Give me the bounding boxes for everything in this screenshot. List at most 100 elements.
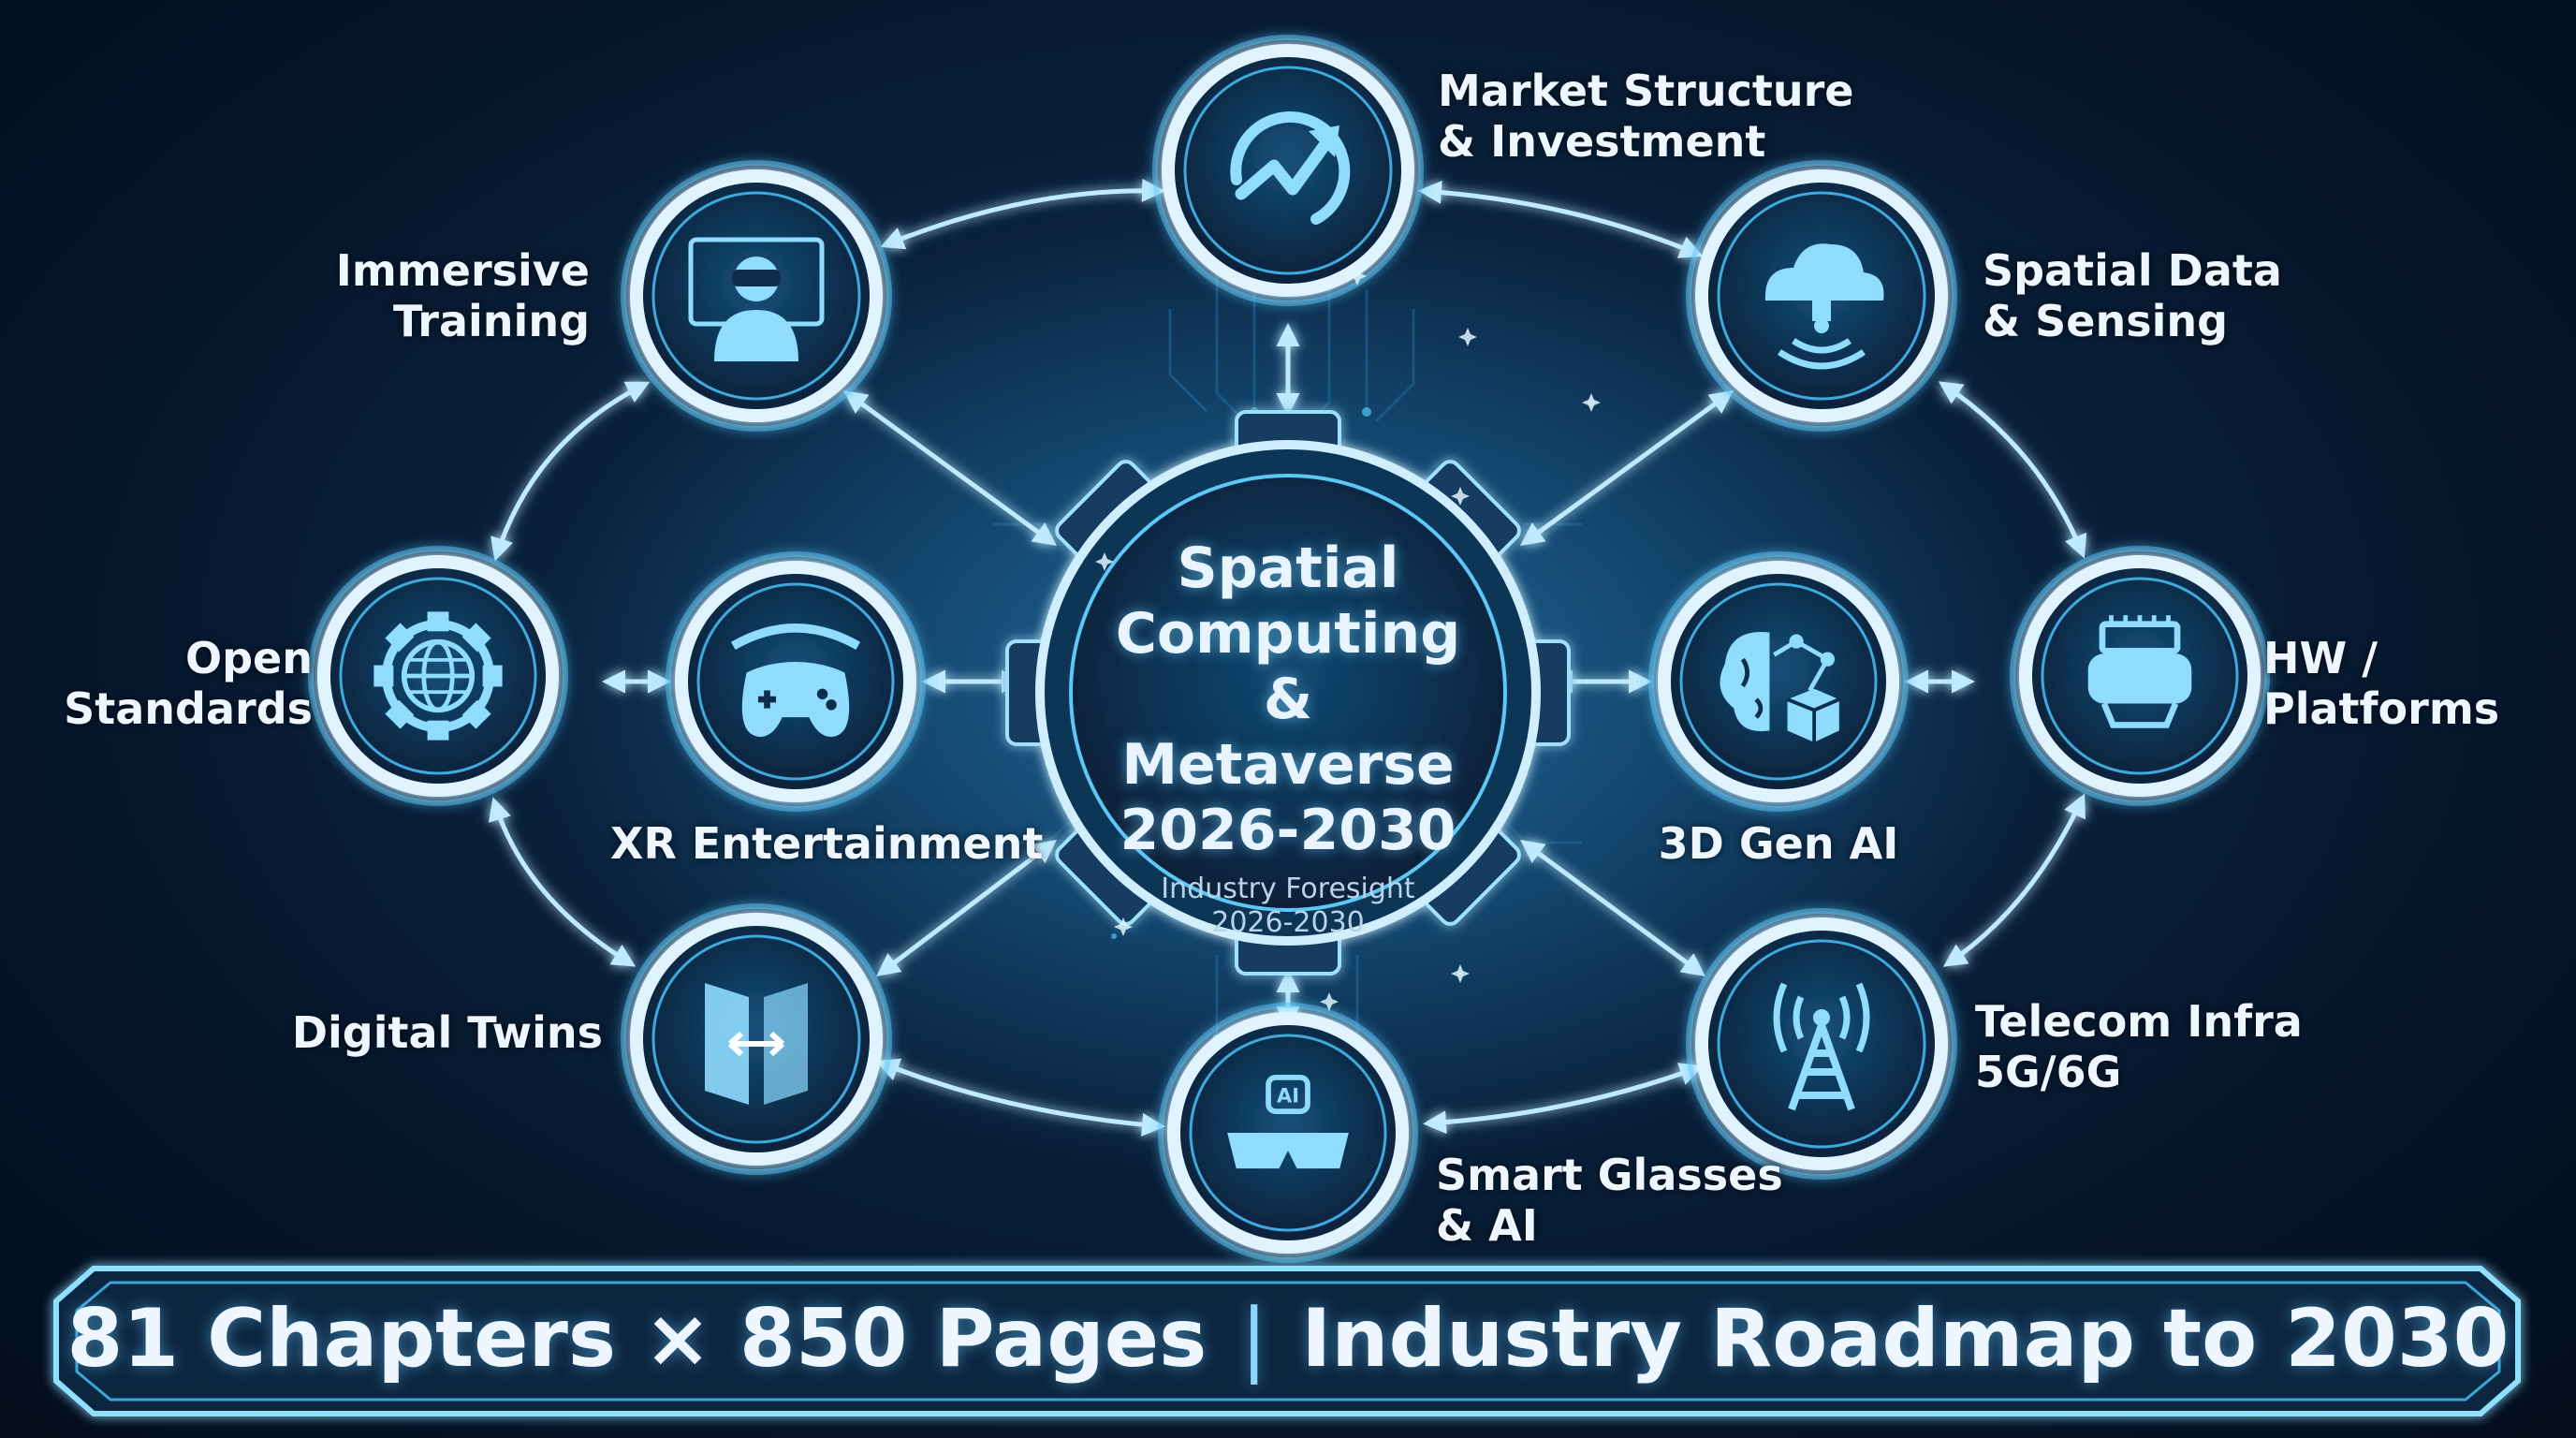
sparkle (1451, 487, 1470, 506)
link-open-training (490, 381, 651, 562)
label-open-standards: Open Standards (64, 633, 313, 734)
link-hw-telecom (1942, 793, 2086, 967)
node-inner-ring (1189, 1034, 1387, 1232)
label-line: Open (185, 633, 313, 683)
label-hw-platforms: HW / Platforms (2263, 633, 2499, 734)
ai-glasses-icon: AI (1227, 1075, 1349, 1169)
label-line: Digital Twins (291, 1007, 603, 1058)
link-spatialdata-hub (1519, 390, 1734, 546)
banner-separator: | (1240, 1292, 1268, 1386)
sparkle (1458, 328, 1477, 346)
label-line: XR Entertainment (610, 818, 1044, 869)
svg-text:AI: AI (1277, 1085, 1299, 1108)
hub-subtitle-line: Industry Foresight (1161, 873, 1415, 905)
node-inner-ring (651, 191, 861, 401)
hub (1005, 410, 1571, 976)
label-market: Market Structure & Investment (1438, 66, 1854, 167)
vr-headset-chip-icon (2087, 615, 2192, 728)
banner-left: 81 Chapters × 850 Pages (66, 1292, 1208, 1386)
banner-right: Industry Roadmap to 2030 (1301, 1292, 2510, 1386)
node-inner-ring (1183, 66, 1393, 275)
label-line: Telecom Infra (1975, 996, 2303, 1047)
label-line: 3D Gen AI (1658, 818, 1899, 869)
label-line: Spatial Data (1983, 245, 2282, 296)
link-glasses-twins (875, 1058, 1165, 1137)
label-smart-glasses: Smart Glasses & AI (1436, 1150, 1783, 1251)
node-immersive-training (621, 160, 892, 432)
label-line: Standards (64, 683, 313, 734)
node-ring (1658, 561, 1899, 802)
hub-label: Spatial Computing & Metaverse 2026-2030 … (1101, 536, 1475, 940)
label-spatial-data: Spatial Data & Sensing (1983, 245, 2282, 346)
label-line: 5G/6G (1975, 1047, 2122, 1097)
node-3d-gen-ai (1648, 551, 1909, 812)
label-line: & Investment (1438, 116, 1766, 167)
brain-cube-icon (1720, 632, 1840, 742)
link-twins-hub (876, 839, 1057, 977)
hub-subtitle: Industry Foresight 2026-2030 (1101, 873, 1475, 940)
label-line: Platforms (2263, 683, 2500, 734)
label-immersive-training: Immersive Training (336, 245, 590, 346)
hub-title-line: Spatial (1177, 536, 1399, 601)
sparkle (1451, 964, 1470, 983)
vr-trainee-icon (688, 237, 825, 361)
link-twins-open (488, 797, 637, 967)
cell-tower-icon (1773, 982, 1870, 1111)
trend-chart-icon (1230, 111, 1351, 225)
label-line: Smart Glasses (1436, 1150, 1783, 1200)
node-inner-ring (1717, 939, 1926, 1149)
label-3d-gen-ai: 3D Gen AI (1629, 818, 1928, 869)
node-telecom (1686, 908, 1957, 1180)
link-market-spatialdata (1418, 180, 1704, 258)
node-inner-ring (696, 582, 895, 781)
cloud-sensor-icon (1764, 243, 1884, 370)
hub-title-line: Computing (1115, 601, 1461, 667)
label-line: Market Structure (1438, 66, 1854, 116)
node-ring (630, 913, 883, 1166)
label-line: Training (392, 296, 590, 346)
sparkle (1320, 992, 1339, 1011)
node-glow-ring (1686, 908, 1957, 1180)
label-line: & AI (1436, 1200, 1538, 1251)
sparkle (1348, 267, 1367, 286)
node-glow-ring (1686, 160, 1957, 432)
node-hw-platforms (2010, 546, 2270, 806)
node-ring (1162, 44, 1414, 297)
node-glow-ring (621, 160, 892, 432)
bottom-banner (53, 1266, 2521, 1416)
node-glow-ring (1152, 35, 1424, 306)
label-line: Immersive (335, 245, 590, 296)
connectors (488, 178, 2087, 1137)
node-market (1152, 35, 1424, 306)
node-digital-twins (621, 903, 892, 1175)
sparkle (1582, 393, 1601, 412)
node-spatial-data (1686, 160, 1957, 432)
node-smart-glasses: AI (1158, 1003, 1418, 1263)
node-glow-ring (1158, 1003, 1418, 1263)
node-inner-ring (1717, 191, 1926, 401)
twin-buildings-icon (705, 983, 808, 1105)
gamepad-headset-icon (730, 624, 861, 738)
node-inner-ring (1679, 582, 1878, 781)
node-glow-ring (2010, 546, 2270, 806)
node-open-standards (308, 546, 568, 806)
sparkle (1095, 552, 1114, 571)
link-telecom-hub (1519, 840, 1706, 976)
node-xr-entertainment (666, 551, 926, 812)
hub-subtitle-line: 2026-2030 (1211, 906, 1365, 939)
label-digital-twins: Digital Twins (292, 1007, 603, 1058)
node-glow-ring (1648, 551, 1909, 812)
node-ring (1695, 917, 1948, 1170)
hub-title-line: & Metaverse (1121, 667, 1455, 798)
banner-text: 81 Chapters × 850 Pages | Industry Roadm… (56, 1269, 2520, 1409)
node-glow-ring (308, 546, 568, 806)
globe-gear-icon (373, 611, 503, 741)
label-xr-entertainment: XR Entertainment (610, 818, 1044, 869)
node-glow-ring (621, 903, 892, 1175)
nodes-layer: AI (308, 35, 2270, 1263)
node-glow-ring (666, 551, 926, 812)
hub-title: Spatial Computing & Metaverse 2026-2030 (1101, 536, 1475, 863)
link-training-hub (842, 390, 1058, 546)
label-telecom: Telecom Infra 5G/6G (1975, 996, 2303, 1097)
